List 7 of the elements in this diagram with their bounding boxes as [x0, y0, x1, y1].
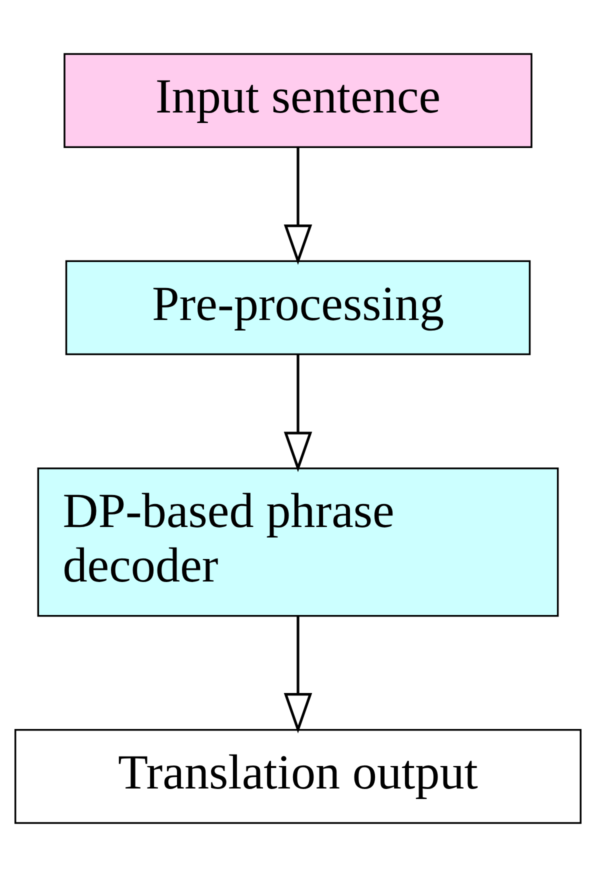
node-box: Pre-processing: [65, 260, 531, 356]
arrow: [284, 148, 312, 265]
node-box: Translation output: [14, 729, 582, 824]
arrow: [284, 354, 312, 472]
arrow: [284, 616, 312, 734]
node-box: Input sentence: [64, 53, 532, 148]
node-box: DP-based phrase decoder: [37, 467, 559, 617]
